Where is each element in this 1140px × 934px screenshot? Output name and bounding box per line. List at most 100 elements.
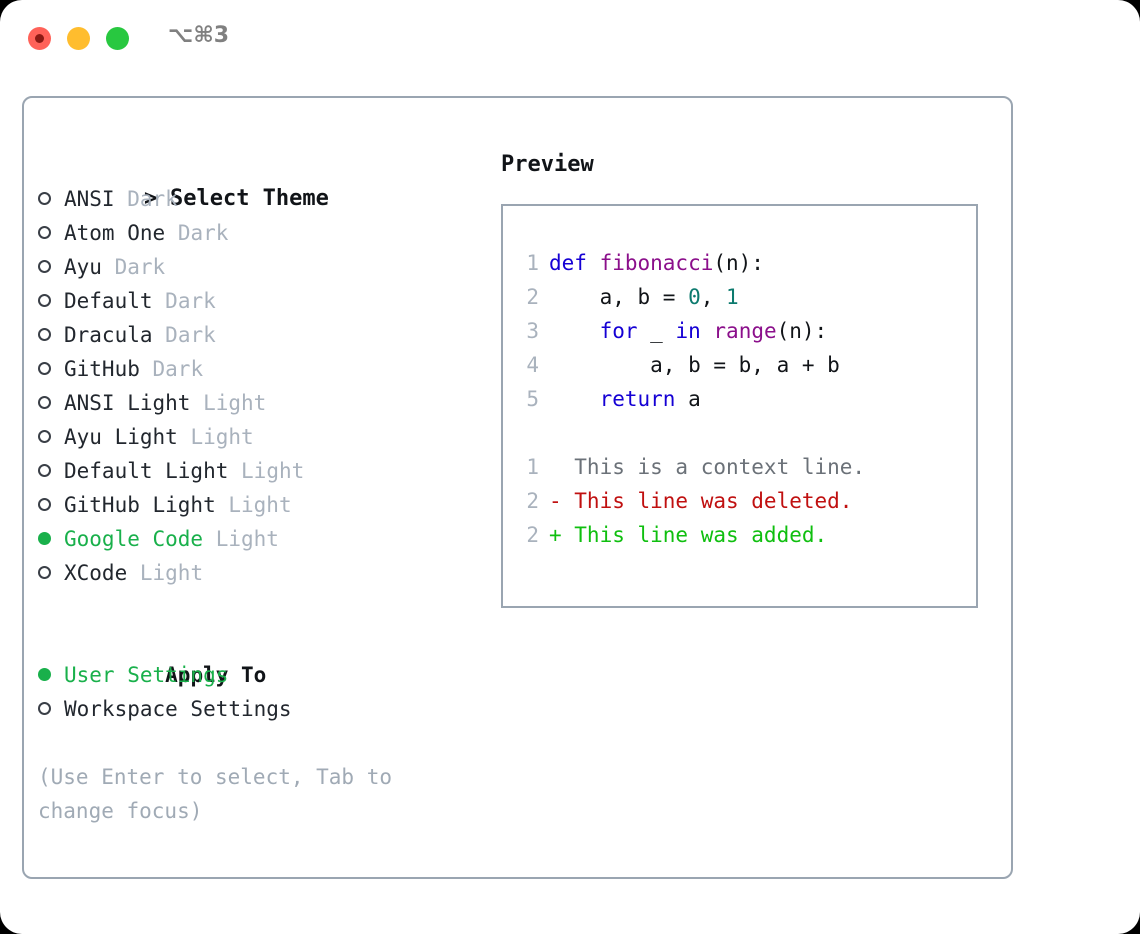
radio-selected-icon (38, 667, 51, 681)
minimize-button[interactable] (67, 27, 90, 50)
radio-selected-icon (38, 531, 51, 545)
theme-variant: Dark (114, 255, 166, 279)
theme-list-item[interactable]: ANSI Light Light (38, 386, 498, 420)
theme-list-item[interactable]: Atom One Dark (38, 216, 498, 250)
code-line-text: return a (549, 387, 701, 411)
code-line-text: a, b = b, a + b (549, 353, 840, 377)
theme-name: Google Code (64, 527, 204, 551)
code-line-text: def fibonacci(n): (549, 251, 764, 275)
theme-name: GitHub Light (64, 493, 216, 517)
code-line: 5 return a (517, 382, 968, 416)
theme-list-item[interactable]: XCode Light (38, 556, 498, 590)
radio-unselected-icon (38, 701, 51, 715)
line-number: 3 (526, 319, 539, 343)
radio-unselected-icon (38, 463, 51, 477)
code-token: (n): (713, 251, 764, 275)
radio-unselected-icon (38, 259, 51, 273)
apply-to-header-label: Apply To (165, 663, 267, 687)
theme-list-item[interactable]: Google Code Light (38, 522, 498, 556)
radio-unselected-icon (38, 565, 51, 579)
code-token (549, 387, 600, 411)
line-number: 1 (526, 455, 539, 479)
theme-variant: Dark (152, 357, 204, 381)
diff-line-text: + This line was added. (549, 523, 828, 547)
apply-to-option-label: User Settings (64, 663, 229, 687)
theme-variant: Light (228, 493, 292, 517)
diff-line-text: This is a context line. (549, 455, 866, 479)
theme-list-item[interactable]: GitHub Light Light (38, 488, 498, 522)
apply-to-option[interactable]: User Settings (38, 658, 498, 692)
code-token: a, b = (549, 285, 689, 309)
code-token: def (549, 251, 600, 275)
code-line: 2 a, b = 0, 1 (517, 280, 968, 314)
radio-unselected-icon (38, 395, 51, 409)
theme-list-item[interactable]: Ayu Dark (38, 250, 498, 284)
theme-name: XCode (64, 561, 128, 585)
preview-title: Preview (501, 152, 594, 177)
theme-picker-header: > Select Theme (38, 148, 498, 211)
theme-list-item[interactable]: Default Dark (38, 284, 498, 318)
apply-to-header: Apply To (38, 624, 498, 687)
code-token (701, 319, 714, 343)
code-line: 3 for _ in range(n): (517, 314, 968, 348)
theme-variant: Dark (127, 187, 178, 211)
radio-unselected-icon (38, 497, 51, 511)
theme-list-item[interactable]: Default Light Light (38, 454, 498, 488)
theme-variant: Dark (165, 289, 216, 313)
close-button[interactable] (28, 27, 51, 50)
apply-to-spacer (38, 590, 498, 624)
window-title: ⌥⌘3 (168, 23, 230, 48)
line-number: 5 (526, 387, 539, 411)
radio-unselected-icon (38, 361, 51, 375)
theme-variant: Light (203, 391, 267, 415)
diff-line: 1 This is a context line. (517, 450, 968, 484)
keyboard-hint: (Use Enter to select, Tab to change focu… (38, 765, 405, 823)
code-token: for (599, 319, 638, 343)
line-number: 2 (526, 285, 539, 309)
theme-list-item[interactable]: Dracula Dark (38, 318, 498, 352)
theme-variant: Light (190, 425, 254, 449)
maximize-button[interactable] (106, 27, 129, 50)
code-line: 4 a, b = b, a + b (517, 348, 968, 382)
diff-sample: 1 This is a context line.2- This line wa… (517, 450, 968, 552)
theme-variant: Light (139, 561, 204, 585)
radio-unselected-icon (38, 225, 51, 239)
radio-unselected-icon (38, 327, 51, 341)
code-token: fibonacci (599, 251, 714, 275)
theme-name: Dracula (64, 323, 153, 347)
code-token (549, 319, 600, 343)
code-token: a, b = b, a + b (549, 353, 840, 377)
code-token: return (599, 387, 676, 411)
code-line-text: a, b = 0, 1 (549, 285, 739, 309)
code-token: 1 (726, 285, 739, 309)
theme-list-item[interactable]: GitHub Dark (38, 352, 498, 386)
theme-list-item[interactable]: Ayu Light Light (38, 420, 498, 454)
theme-variant: Light (241, 459, 305, 483)
code-diff-spacer (517, 416, 968, 450)
diff-line: 2 + This line was added. (517, 518, 968, 552)
theme-name: ANSI Light (64, 391, 191, 415)
apply-to-option-label: Workspace Settings (64, 697, 292, 721)
page-title: Select Theme (169, 186, 329, 211)
code-token: a (675, 387, 701, 411)
line-number: 4 (526, 353, 539, 377)
theme-name: Default (64, 289, 153, 313)
line-number: 2 (526, 523, 539, 547)
theme-variant: Light (215, 527, 279, 551)
radio-unselected-icon (38, 191, 51, 205)
apply-to-option[interactable]: Workspace Settings (38, 692, 498, 726)
code-token: , (700, 285, 727, 309)
code-token: (n): (776, 319, 828, 343)
radio-unselected-icon (38, 429, 51, 443)
prompt-caret-icon: > (143, 186, 158, 211)
theme-variant: Dark (165, 323, 216, 347)
theme-name: Atom One (64, 221, 166, 245)
theme-list-item[interactable]: ANSI Dark (38, 182, 498, 216)
theme-name: Default Light (64, 459, 229, 483)
code-line-text: for _ in range(n): (549, 319, 828, 343)
